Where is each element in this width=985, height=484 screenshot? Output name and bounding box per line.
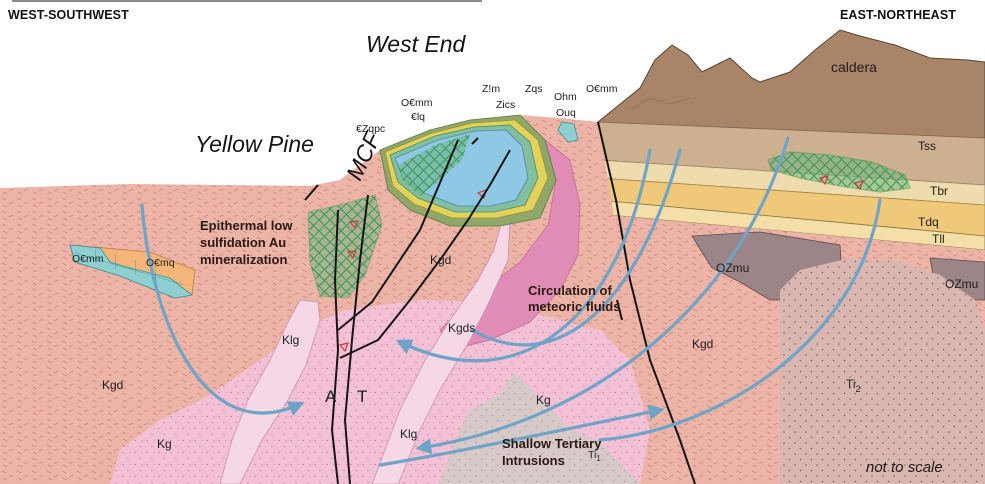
label-ocmm-top: O€mm bbox=[401, 97, 433, 109]
label-zim: Z!m bbox=[482, 83, 500, 95]
label-clq: €lq bbox=[411, 111, 425, 123]
header-west-southwest: WEST-SOUTHWEST bbox=[8, 8, 129, 22]
label-tbr: Tbr bbox=[930, 184, 948, 198]
header-east-northeast: EAST-NORTHEAST bbox=[840, 8, 956, 22]
label-klg-center: Klg bbox=[400, 427, 417, 441]
label-tll: Tll bbox=[932, 232, 945, 246]
label-kgd-left: Kgd bbox=[102, 378, 123, 392]
fault-label-t: T bbox=[357, 387, 367, 406]
label-ozmu-2: OZmu bbox=[945, 277, 978, 291]
label-kgd-center: Kgd bbox=[430, 253, 451, 267]
label-kgd-right: Kgd bbox=[692, 337, 713, 351]
label-west-end: West End bbox=[366, 31, 466, 57]
label-zqs: Zqs bbox=[525, 83, 543, 95]
label-tss: Tss bbox=[918, 139, 936, 153]
fault-label-a: A bbox=[325, 387, 337, 406]
label-ocmm-left: O€mm bbox=[72, 253, 104, 265]
label-kg-center: Kg bbox=[536, 393, 551, 407]
label-kg-left: Kg bbox=[157, 437, 172, 451]
label-ouq: Ouq bbox=[556, 107, 576, 119]
label-ohm: Ohm bbox=[554, 91, 577, 103]
annotation-circulation: Circulation of meteoric fluids bbox=[528, 283, 620, 314]
caption-fragment bbox=[12, 0, 482, 2]
label-yellow-pine: Yellow Pine bbox=[195, 131, 314, 157]
caldera-label: caldera bbox=[831, 59, 877, 75]
annotation-epithermal: Epithermal low sulfidation Au mineraliza… bbox=[200, 218, 296, 267]
label-ocmq-left: O€mq bbox=[146, 257, 175, 269]
label-klg-left: Klg bbox=[282, 333, 299, 347]
annotation-not-to-scale: not to scale bbox=[866, 459, 943, 476]
label-kgds: Kgds bbox=[448, 321, 475, 335]
ti2-texture bbox=[780, 258, 985, 484]
label-tdq: Tdq bbox=[918, 215, 939, 229]
label-ozmu: OZmu bbox=[716, 261, 749, 275]
label-zics: Zics bbox=[496, 99, 515, 111]
label-ocmm-right: O€mm bbox=[586, 83, 618, 95]
caldera-topography bbox=[598, 30, 985, 140]
